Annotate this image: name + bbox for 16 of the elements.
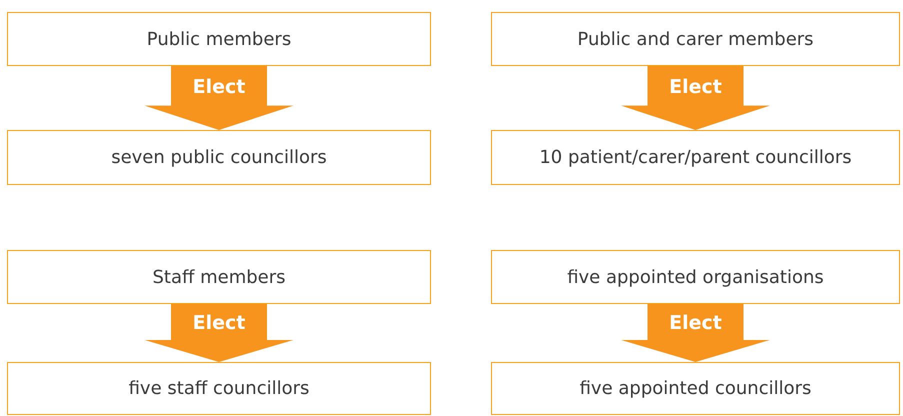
box-text: five appointed councillors <box>580 378 812 399</box>
box-text: Public and carer members <box>577 28 814 50</box>
box-text: seven public councillors <box>111 147 327 168</box>
text-box <box>7 250 431 304</box>
text-box <box>491 250 900 304</box>
text-box <box>491 130 900 185</box>
box-text: five appointed organisations <box>567 266 824 288</box>
text-box <box>7 12 431 66</box>
text-box <box>7 362 431 415</box>
box-text: 10 patient/carer/parent councillors <box>539 147 852 168</box>
box-text: Staff members <box>152 266 286 288</box>
box-text: five staff councillors <box>128 378 310 399</box>
text-box <box>491 12 900 66</box>
text-box <box>7 130 431 185</box>
box-text: Public members <box>146 28 292 50</box>
text-box <box>491 362 900 415</box>
